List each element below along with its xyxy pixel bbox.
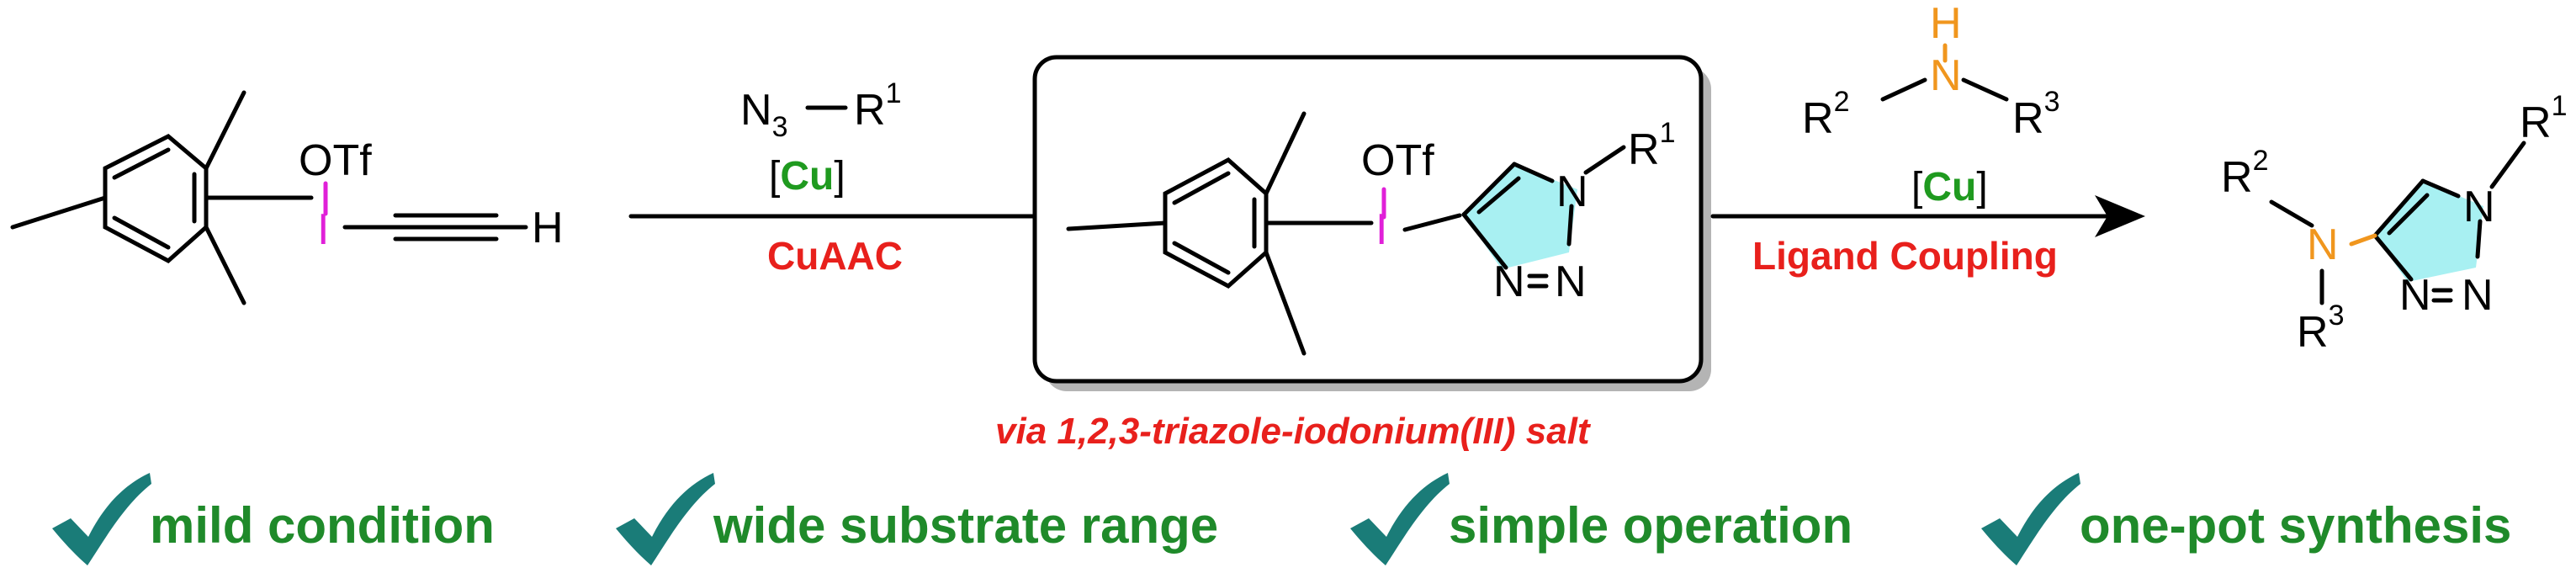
product-n1: N [2463, 183, 2495, 231]
step2-catalyst: Cu [1922, 165, 1976, 210]
feature-label: wide substrate range [713, 497, 1218, 554]
intermediate-iodine: I [1375, 205, 1387, 254]
product-n3: N [2399, 271, 2431, 320]
methyl-left [10, 195, 108, 230]
step1-catalyst: Cu [780, 154, 834, 199]
svg-text:R3: R3 [2012, 86, 2059, 143]
check-mark-icon [616, 473, 715, 565]
step1-conditions: N3 R1 [Cu] CuAAC [628, 77, 1039, 278]
product-r3-superscript: 3 [2329, 300, 2345, 332]
svg-text:R1: R1 [854, 77, 901, 135]
svg-text:R2: R2 [1802, 86, 1849, 143]
intermediate-triazole-iodonium: OTf I N N N R1 [1066, 111, 1675, 356]
cu-bracket-open: [ [769, 154, 780, 199]
azide-subscript: 3 [772, 111, 788, 143]
reagent1-hydrogen: H [532, 204, 564, 252]
step2-conditions: H N R2 R3 [Cu] Ligand Coupling [1710, 0, 2145, 278]
azide-r: R [854, 86, 886, 135]
reagent1-iodine: I [317, 205, 329, 254]
amine-hydrogen: H [1930, 0, 1962, 48]
check-mark-icon [1981, 473, 2080, 565]
product-r3: R [2297, 308, 2329, 357]
feature-item: simple operation [1350, 473, 1852, 565]
svg-text:R1: R1 [1628, 117, 1675, 174]
svg-text:R3: R3 [2297, 300, 2344, 357]
product-r2: R [2221, 153, 2253, 202]
intermediate-n2: N [1555, 257, 1587, 306]
intermediate-caption: via 1,2,3-triazole-iodonium(III) salt [995, 411, 1592, 452]
feature-label: simple operation [1449, 497, 1852, 554]
amine-r3-superscript: 3 [2044, 86, 2060, 118]
svg-text:[Cu]: [Cu] [769, 154, 845, 199]
product-amine-nitrogen: N [2307, 220, 2339, 269]
amine-r3: R [2012, 94, 2044, 143]
intermediate-otf: OTf [1361, 136, 1434, 185]
svg-text:R1: R1 [2520, 90, 2567, 147]
azide-n: N [740, 86, 772, 135]
svg-text:R2: R2 [2221, 145, 2268, 202]
amine-nitrogen: N [1930, 51, 1962, 100]
feature-item: mild condition [52, 473, 495, 565]
feature-item: one-pot synthesis [1981, 473, 2511, 565]
step1-label: CuAAC [767, 234, 903, 278]
intermediate-n3: N [1493, 257, 1525, 306]
cu2-bracket-open: [ [1911, 165, 1922, 210]
product-aminotriazole: N N N R1 N R2 R3 [2221, 90, 2567, 357]
reagent-alkynyl-iodonium: OTf I H [10, 90, 564, 305]
product-r2-superscript: 2 [2253, 145, 2269, 177]
svg-text:[Cu]: [Cu] [1911, 165, 1988, 210]
feature-label: mild condition [150, 497, 495, 554]
cu-bracket-close: ] [834, 154, 845, 199]
product-r1: R [2520, 98, 2552, 147]
intermediate-triazole-ring [1464, 164, 1577, 269]
azide-r-superscript: 1 [886, 77, 902, 109]
feature-item: wide substrate range [616, 473, 1218, 565]
amine-r2-superscript: 2 [1834, 86, 1850, 118]
methyl-top [204, 90, 246, 171]
amine-r2: R [1802, 94, 1834, 143]
svg-text:N3: N3 [740, 86, 787, 143]
check-mark-icon [1350, 473, 1450, 565]
intermediate-box [1032, 55, 1711, 391]
step2-label: Ligand Coupling [1752, 234, 2058, 278]
feature-list: mild condition wide substrate range simp… [52, 473, 2511, 565]
product-n2: N [2462, 271, 2494, 320]
reagent1-otf: OTf [299, 136, 372, 185]
intermediate-r-superscript: 1 [1660, 117, 1676, 149]
check-mark-icon [52, 473, 151, 565]
intermediate-r: R [1628, 125, 1660, 174]
methyl-bottom [204, 225, 246, 305]
product-r1-superscript: 1 [2552, 90, 2568, 122]
intermediate-n1: N [1556, 167, 1588, 216]
cu2-bracket-close: ] [1976, 165, 1987, 210]
feature-label: one-pot synthesis [2080, 497, 2511, 554]
